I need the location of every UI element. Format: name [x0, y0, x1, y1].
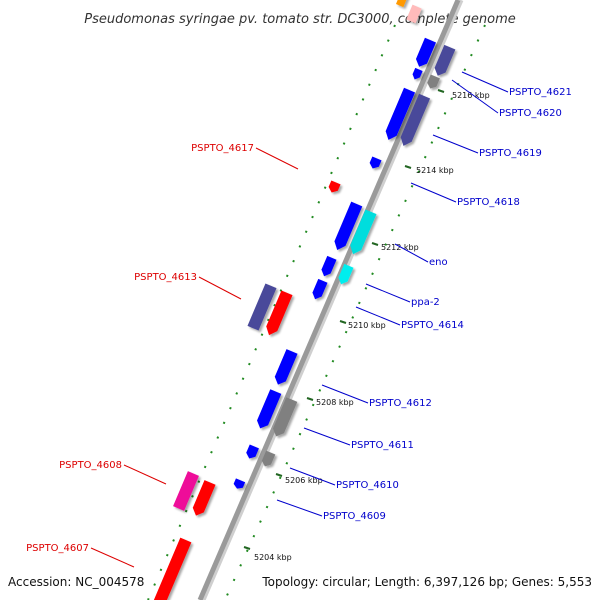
kbp-label: 5216 kbp	[452, 91, 490, 100]
gene-feature-blue[interactable]	[310, 278, 328, 301]
leader-line	[355, 306, 401, 326]
kbp-tick	[243, 546, 251, 550]
gene-feature-blue[interactable]	[414, 37, 436, 69]
gene-feature-slate[interactable]	[398, 93, 431, 148]
gene-feature-red[interactable]	[150, 537, 192, 600]
gene-labels-right: PSPTO_4621 PSPTO_4620 PSPTO_4619 PSPTO_4…	[323, 87, 572, 522]
gene-label[interactable]: PSPTO_4612	[369, 398, 432, 409]
gene-feature-blue[interactable]	[319, 255, 337, 278]
kbp-tick	[371, 242, 379, 246]
kbp-label: 5210 kbp	[348, 321, 386, 330]
gene-feature-slate[interactable]	[247, 283, 277, 331]
kbp-tick	[437, 89, 445, 93]
gene-label[interactable]: PSPTO_4611	[351, 440, 414, 451]
gene-label[interactable]: PSPTO_4613	[134, 272, 197, 283]
leader-line	[365, 283, 411, 303]
leader-line	[255, 147, 299, 170]
gene-feature-blue-small[interactable]	[232, 478, 246, 490]
kbp-label: 5204 kbp	[254, 553, 292, 562]
leader-line	[410, 182, 457, 203]
gene-label[interactable]: PSPTO_4617	[191, 143, 254, 154]
leader-line	[461, 71, 509, 93]
gene-feature-cyan[interactable]	[347, 209, 377, 256]
gene-feature-red-small[interactable]	[327, 180, 341, 194]
gene-feature-blue[interactable]	[255, 389, 282, 431]
leader-line	[321, 384, 369, 404]
gene-features	[150, 0, 456, 600]
kbp-label: 5208 kbp	[316, 398, 354, 407]
gene-feature-orange[interactable]	[395, 0, 409, 8]
gene-label[interactable]: PSPTO_4618	[457, 197, 520, 208]
gene-feature-cyan[interactable]	[336, 263, 354, 286]
kbp-labels: 5204 kbp 5206 kbp 5208 kbp 5210 kbp 5212…	[254, 91, 490, 562]
gene-feature-blue-small[interactable]	[411, 67, 423, 81]
gene-label[interactable]: PSPTO_4620	[499, 108, 562, 119]
gene-label[interactable]: PSPTO_4607	[26, 543, 89, 554]
leader-line	[394, 243, 429, 263]
leader-line	[198, 276, 242, 300]
gene-feature-gray[interactable]	[260, 450, 276, 469]
leader-line	[90, 547, 135, 568]
gene-feature-pink[interactable]	[406, 4, 422, 24]
gene-feature-blue[interactable]	[383, 87, 416, 142]
accession-text: Accession: NC_004578	[8, 575, 144, 589]
leader-line	[289, 467, 336, 486]
gene-label[interactable]: PSPTO_4614	[401, 320, 464, 331]
kbp-tick	[306, 397, 314, 401]
leader-line	[451, 79, 499, 114]
kbp-tick	[275, 473, 283, 477]
gene-feature-blue-small[interactable]	[245, 444, 259, 461]
leader-line	[276, 499, 323, 517]
topology-text: Topology: circular; Length: 6,397,126 bp…	[261, 575, 592, 589]
gene-feature-red[interactable]	[190, 480, 216, 518]
gene-feature-blue[interactable]	[272, 349, 298, 387]
gene-label[interactable]: eno	[429, 257, 448, 268]
gene-label[interactable]: PSPTO_4621	[509, 87, 572, 98]
gene-feature-gray[interactable]	[271, 397, 298, 439]
leader-lines-left	[90, 147, 299, 568]
leader-line	[432, 134, 479, 154]
kbp-label: 5212 kbp	[381, 243, 419, 252]
leader-lines-right	[276, 71, 509, 517]
kbp-ticks	[243, 89, 445, 550]
gene-feature-gray[interactable]	[426, 74, 440, 91]
gene-feature-red[interactable]	[263, 290, 293, 337]
backbone-line	[197, 0, 461, 600]
kbp-tick	[404, 165, 412, 169]
gene-feature-slate[interactable]	[432, 44, 456, 78]
kbp-label: 5206 kbp	[285, 476, 323, 485]
gene-label[interactable]: PSPTO_4619	[479, 148, 542, 159]
gene-label[interactable]: ppa-2	[411, 297, 440, 308]
gene-feature-blue-small[interactable]	[368, 156, 382, 170]
gene-label[interactable]: PSPTO_4610	[336, 480, 399, 491]
gene-labels-left: PSPTO_4617 PSPTO_4613 PSPTO_4608 PSPTO_4…	[26, 143, 254, 554]
gene-feature-magenta[interactable]	[173, 471, 199, 511]
leader-line	[123, 464, 167, 485]
kbp-label: 5214 kbp	[416, 166, 454, 175]
gene-label[interactable]: PSPTO_4608	[59, 460, 122, 471]
leader-line	[303, 427, 351, 446]
gene-feature-blue[interactable]	[332, 201, 363, 253]
gene-label[interactable]: PSPTO_4609	[323, 511, 386, 522]
kbp-tick	[339, 320, 347, 324]
